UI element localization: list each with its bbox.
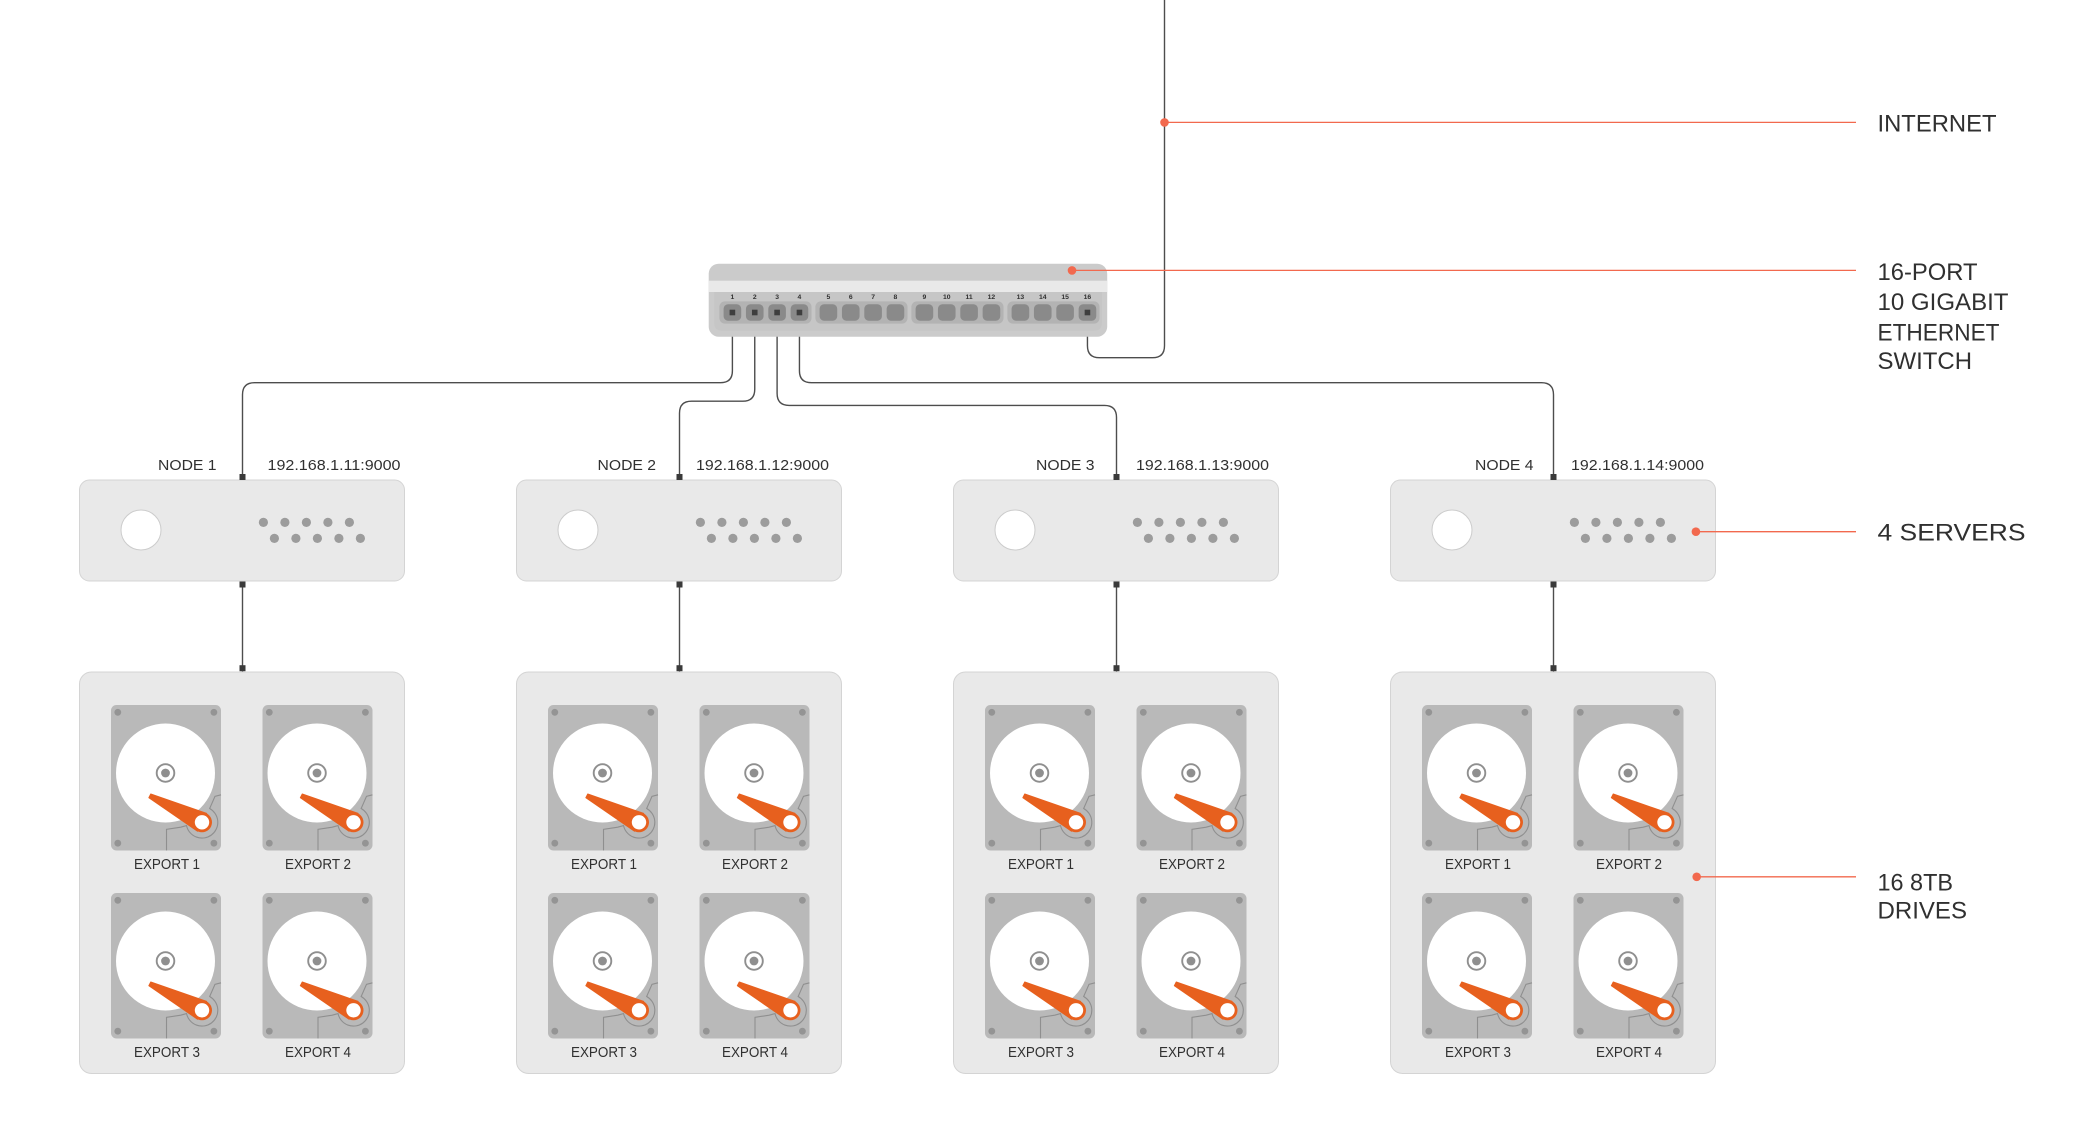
svg-text:3: 3 [775,294,779,301]
svg-text:16: 16 [1084,294,1092,301]
svg-text:10: 10 [943,294,951,301]
svg-text:12: 12 [988,294,996,301]
svg-text:16 8TB: 16 8TB [1878,869,1954,896]
svg-text:5: 5 [827,294,831,301]
svg-text:2: 2 [753,294,757,301]
svg-text:192.168.1.12:9000: 192.168.1.12:9000 [696,458,829,474]
svg-text:9: 9 [923,294,927,301]
svg-text:14: 14 [1039,294,1047,301]
svg-text:15: 15 [1061,294,1069,301]
svg-text:10 GIGABIT: 10 GIGABIT [1878,289,2009,316]
svg-text:NODE 2: NODE 2 [598,458,657,474]
svg-text:11: 11 [966,294,973,301]
svg-text:1: 1 [731,294,735,301]
svg-text:13: 13 [1017,294,1025,301]
svg-text:16-PORT: 16-PORT [1878,259,1978,286]
svg-text:192.168.1.14:9000: 192.168.1.14:9000 [1571,458,1704,474]
svg-text:4: 4 [798,294,802,301]
svg-text:SWITCH: SWITCH [1878,348,1973,375]
svg-text:4 SERVERS: 4 SERVERS [1878,520,2026,547]
svg-text:NODE 3: NODE 3 [1036,458,1095,474]
svg-text:ETHERNET: ETHERNET [1878,319,2000,346]
svg-text:8: 8 [894,294,898,301]
svg-text:NODE 4: NODE 4 [1475,458,1534,474]
svg-text:DRIVES: DRIVES [1878,898,1968,925]
svg-text:6: 6 [849,294,853,301]
svg-text:192.168.1.11:9000: 192.168.1.11:9000 [268,458,401,474]
svg-text:NODE 1: NODE 1 [158,458,217,474]
svg-text:192.168.1.13:9000: 192.168.1.13:9000 [1136,458,1269,474]
svg-text:INTERNET: INTERNET [1878,111,1997,138]
svg-text:7: 7 [871,294,875,301]
